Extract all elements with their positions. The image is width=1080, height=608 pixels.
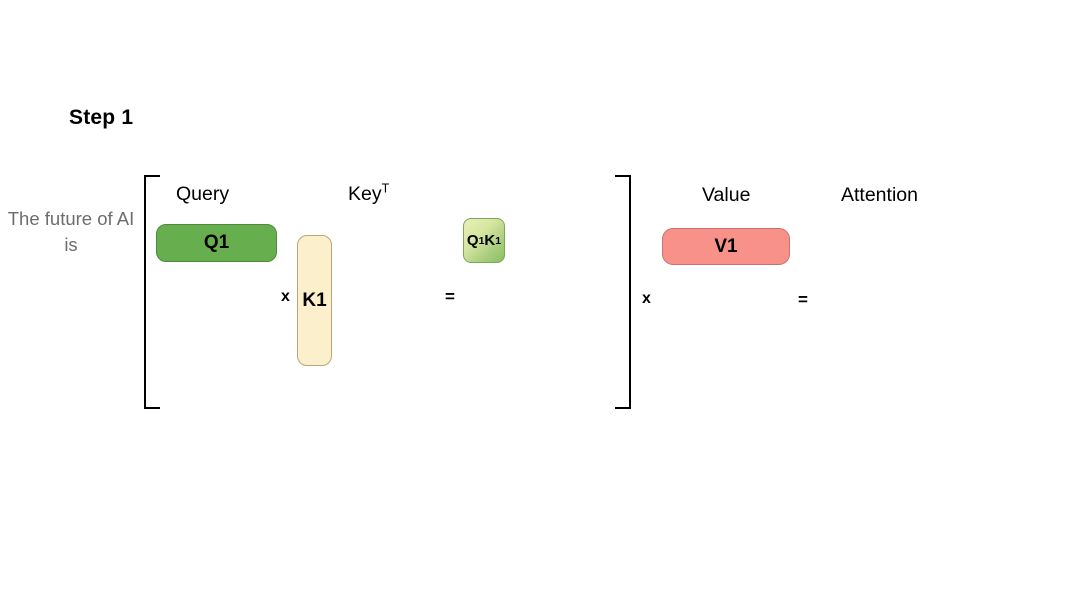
bracket-query-key xyxy=(144,175,160,409)
operator-multiply-value: x xyxy=(642,290,651,307)
bracket-value xyxy=(615,175,631,409)
page-title: Step 1 xyxy=(69,106,134,129)
matrix-block-q1: Q1 xyxy=(156,224,277,262)
matrix-block-k1: K1 xyxy=(297,235,332,366)
column-header-key: KeyT xyxy=(348,181,390,206)
column-header-attention: Attention xyxy=(841,184,918,206)
matrix-block-v1: V1 xyxy=(662,228,790,265)
qk1-k-label: K xyxy=(484,232,496,249)
operator-equals-attention: = xyxy=(798,290,808,309)
column-header-query: Query xyxy=(176,183,230,205)
column-header-key-label: Key xyxy=(348,183,382,205)
prompt-text: The future of AI is xyxy=(7,208,135,255)
column-header-value: Value xyxy=(702,184,751,206)
operator-multiply-query-key: x xyxy=(281,288,290,305)
qk1-q-label: Q xyxy=(466,232,479,249)
operator-equals-qk: = xyxy=(445,287,455,306)
column-header-key-transpose: T xyxy=(381,181,390,196)
